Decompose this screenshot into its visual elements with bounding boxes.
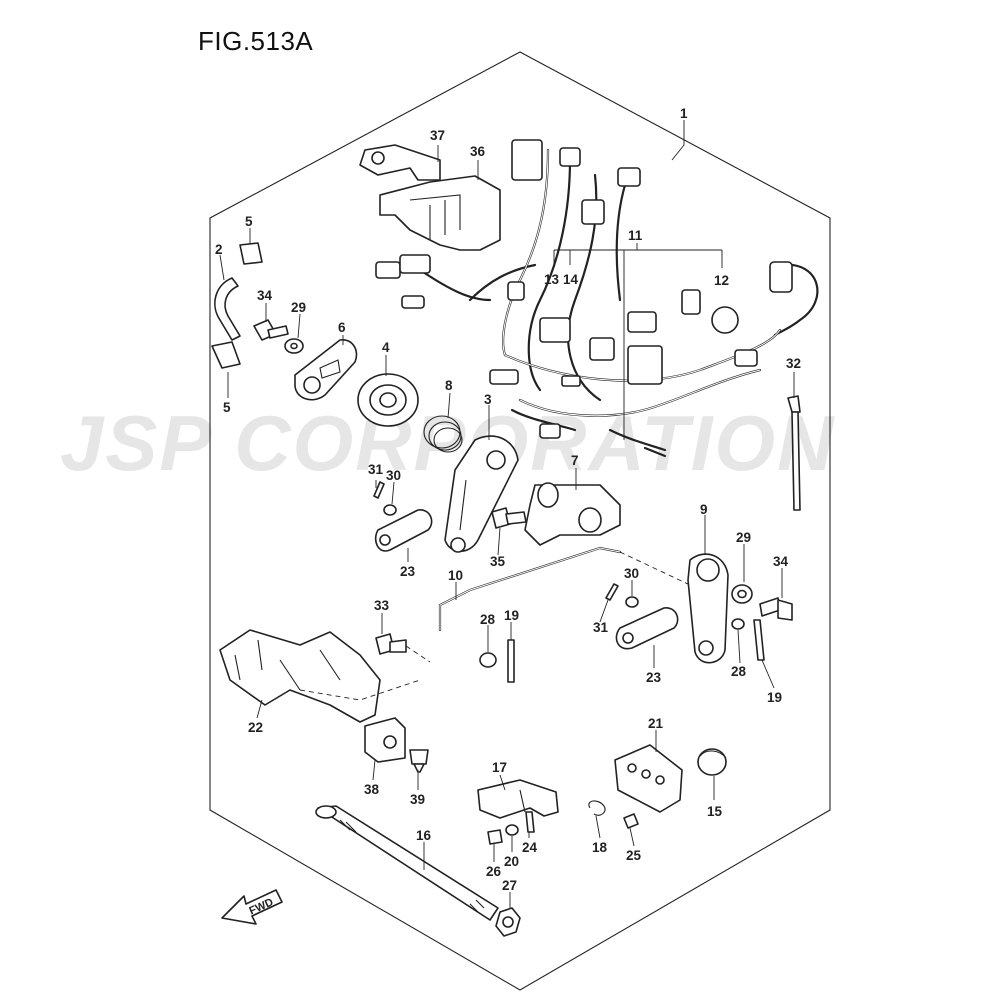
callout-6: 6	[338, 320, 346, 335]
callout-34-left: 34	[257, 288, 273, 303]
pin-31-right	[605, 583, 639, 608]
callout-5-bottom: 5	[223, 400, 231, 415]
bolt-33	[375, 633, 431, 663]
callout-2: 2	[215, 242, 223, 257]
callout-20: 20	[504, 854, 519, 869]
hose-2	[211, 242, 263, 369]
callout-35: 35	[490, 554, 506, 569]
plug-39	[409, 749, 429, 773]
callout-18: 18	[592, 840, 608, 855]
bolt-35	[491, 507, 527, 529]
callout-7: 7	[571, 453, 579, 468]
bracket-22	[219, 629, 421, 723]
callout-16: 16	[416, 828, 432, 843]
callout-15: 15	[707, 804, 723, 819]
washer-28-right	[731, 618, 765, 661]
callout-30-left: 30	[386, 468, 401, 483]
callout-37: 37	[430, 128, 445, 143]
callout-12: 12	[714, 273, 729, 288]
callout-38: 38	[364, 782, 380, 797]
callout-28-mid: 28	[480, 612, 496, 627]
wiring-harness	[375, 139, 819, 458]
rotor-4	[357, 373, 419, 427]
figure-title: FIG.513A	[198, 26, 313, 56]
watermark: JSP CORPORATION	[60, 399, 835, 487]
callout-39: 39	[410, 792, 425, 807]
plate-6	[294, 339, 358, 401]
pad-21	[614, 744, 683, 813]
callout-1: 1	[680, 106, 688, 121]
callout-29-right: 29	[736, 530, 751, 545]
callout-34-right: 34	[773, 554, 789, 569]
shaft-16	[315, 805, 499, 921]
callout-23-right: 23	[646, 670, 662, 685]
callout-5-top: 5	[245, 214, 253, 229]
callout-31-left: 31	[368, 462, 384, 477]
callout-30-right: 30	[624, 566, 639, 581]
callout-17: 17	[492, 760, 507, 775]
cable-tie-32	[787, 395, 801, 511]
pin-31-left	[373, 481, 397, 516]
callout-3: 3	[484, 392, 492, 407]
link-23-right	[615, 607, 679, 650]
bracket-7	[524, 482, 621, 546]
washer-28-mid	[479, 639, 515, 683]
callout-23-left: 23	[400, 564, 416, 579]
callout-13: 13	[544, 272, 560, 287]
callout-24: 24	[522, 840, 538, 855]
callout-27: 27	[502, 878, 517, 893]
fwd-arrow: FWD	[221, 889, 283, 925]
harness-bracket	[359, 144, 501, 251]
assembly-boundary	[209, 51, 831, 991]
callout-19-right: 19	[767, 690, 782, 705]
spring-8	[423, 415, 463, 453]
lever-3	[444, 435, 519, 553]
callout-25: 25	[626, 848, 642, 863]
callout-22: 22	[248, 720, 263, 735]
callout-21: 21	[648, 716, 664, 731]
callout-11: 11	[628, 228, 643, 243]
nut-27	[495, 907, 521, 937]
callout-29-left: 29	[291, 300, 306, 315]
bolt-34-left	[253, 319, 304, 354]
fwd-label: FWD	[247, 896, 275, 917]
callout-4: 4	[382, 340, 390, 355]
callout-28-right: 28	[731, 664, 747, 679]
stud-24	[487, 811, 535, 845]
callout-32: 32	[786, 356, 801, 371]
callout-14: 14	[563, 272, 579, 287]
callout-labels: 1 2 3 4 5 5 6 7 8 9 10 11 12 13 14 15 16…	[215, 106, 801, 893]
cap-15	[697, 748, 727, 776]
rod-10	[438, 546, 691, 632]
callout-19-mid: 19	[504, 608, 519, 623]
callout-33: 33	[374, 598, 390, 613]
arm-9	[687, 553, 729, 664]
callout-10: 10	[448, 568, 463, 583]
callout-31-right: 31	[593, 620, 609, 635]
callout-9: 9	[700, 502, 708, 517]
callout-36: 36	[470, 144, 486, 159]
callout-8: 8	[445, 378, 453, 393]
bracket-17	[477, 779, 559, 819]
clip-18	[588, 800, 606, 816]
bolt-34-right	[731, 584, 793, 621]
callout-26: 26	[486, 864, 502, 879]
block-38	[364, 717, 406, 763]
leader-lines	[219, 120, 795, 908]
screw-25	[623, 813, 639, 829]
link-23-left	[374, 509, 433, 552]
